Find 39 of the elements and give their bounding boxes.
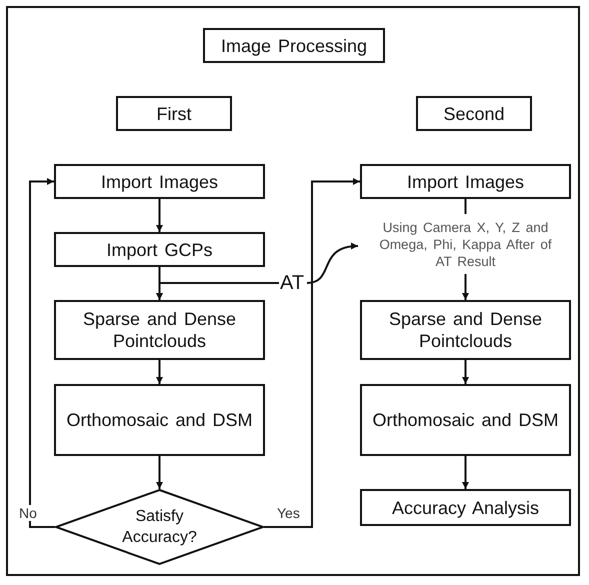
process-box [360,489,571,526]
process-box [54,384,265,456]
node-label: Image Processing [220,34,368,56]
process-box [360,164,571,199]
process-box [54,164,265,199]
arrow [306,243,358,284]
edge-label: Yes [276,505,301,521]
process-box [203,28,385,63]
node-label: AT [280,271,304,295]
edge-label: No [18,505,38,521]
process-box [360,384,571,456]
connector-line [464,199,466,214]
arrow [156,199,163,232]
process-box [54,300,265,360]
node-label: Orthomosaic and DSM [372,409,559,431]
arrow [156,456,163,489]
arrow [462,360,469,384]
arrow [462,274,469,300]
node-label: Satisfy Accuracy? [121,507,198,548]
process-box [360,300,571,360]
node-label: Import GCPs [106,238,213,260]
node-label: Import Images [406,170,524,192]
node-label: Import Images [100,170,218,192]
process-box [116,96,232,131]
node-label: First [156,102,192,124]
arrow [462,456,469,489]
arrow [264,178,360,528]
decision-diamond [55,489,264,565]
node-label: Orthomosaic and DSM [66,409,253,431]
node-label: Second [443,102,505,124]
process-box [54,232,265,267]
arrow [156,360,163,384]
node-label: Accuracy Analysis [392,496,540,518]
node-label: Sparse and Dense Pointclouds [388,308,544,352]
node-label: Sparse and Dense Pointclouds [82,308,238,352]
process-box [416,96,532,131]
node-label: Using Camera X, Y, Z and Omega, Phi, Kappa After of AT Result [378,218,553,270]
arrow [29,178,55,528]
arrow [156,282,279,300]
